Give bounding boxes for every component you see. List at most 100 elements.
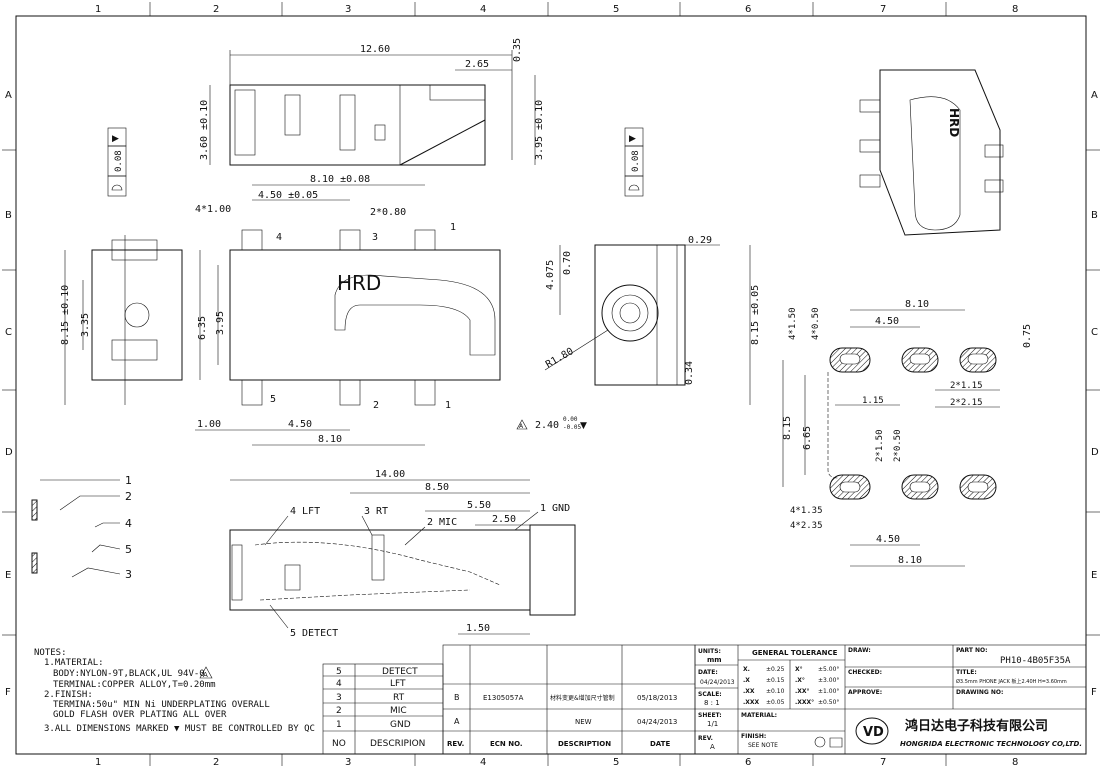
right-tol-arrow: ▶ [629,134,636,144]
bottom-label: 2 MIC [427,517,457,528]
tb-date-label: DATE: [698,669,718,676]
tb-tol: X. [743,666,750,673]
col-label: 2 [213,757,219,768]
pcb-dim: 2*1.15 [950,381,983,391]
pin-header-desc: DESCRIPION [370,739,425,749]
right-tol-minus: -0.05 [563,424,581,431]
pcb-dim: 2*1.50 [875,429,885,462]
outer-frame [15,15,1087,755]
notes-line: GOLD FLASH OVER PLATING ALL OVER [53,710,227,720]
tb-approve-label: APPROVE: [848,689,882,696]
front-dim: 4*1.00 [195,204,231,215]
col-label: 5 [613,4,619,15]
company-name-cn: 鸿日达电子科技有限公司 [905,718,1048,734]
bottom-view: 14.00 8.50 5.50 2.50 1.50 4 LFT 3 RT 2 M… [229,469,576,639]
notes-title: NOTES: [34,648,67,658]
notes-line: TERMINA:50u" MIN Ni UNDERPLATING OVERALL [53,700,270,710]
rev-code: B [454,693,460,702]
col-label: 6 [745,757,751,768]
top-dim: 12.60 [360,44,390,55]
right-dim: 0.08 [631,150,641,172]
bottom-dim: 2.50 [492,514,516,525]
right-dim: R1.80 [544,346,576,371]
notes-warn-mark: A [203,671,208,679]
pcb-dim: 4*1.50 [788,307,798,340]
row-label: C [1091,327,1098,338]
pcb-dim: 4*0.50 [811,307,821,340]
revision-table: B E1305057A 材料变更&增加尺寸管制 05/18/2013 A NEW… [442,644,696,755]
pin-no: 5 [336,667,342,677]
pin-desc: DETECT [382,667,418,677]
tb-tol: .XXX [743,699,760,706]
notes-line: BODY:NYLON-9T,BLACK,UL 94V-0 [53,669,205,679]
front-dim: 6.35 [197,316,208,340]
pcb-pads-bottom [829,474,997,500]
rev-header: DESCRIPTION [558,740,611,748]
right-tol-triangle: ▼ [580,421,587,431]
company-name-en: HONGRIDA ELECTRONIC TECHNOLOGY CO,LTD. [900,740,1082,748]
right-view: ▶ 0.08 4.075 0.70 0.29 8.15 ±0.05 R1.80 … [516,127,761,431]
bottom-dim: 1.50 [466,623,490,634]
pin-desc: MIC [390,706,407,716]
pin-no: 4 [336,679,342,689]
col-label: 7 [880,4,886,15]
bottom-dim: 14.00 [375,469,405,480]
col-label: 2 [213,4,219,15]
tb-tol: .XX [743,688,755,695]
tb-tol: .XX° [795,688,810,695]
right-dim: 0.29 [688,235,712,246]
top-view: 12.60 2.65 0.35 3.60 ±0.10 3.95 ±0.10 [199,38,545,166]
pcb-dim: 0.75 [1022,324,1033,348]
front-pin: 1 [450,222,456,233]
col-label: 1 [95,4,101,15]
right-note-mark: A [519,423,524,430]
right-dim: 2.40 [535,420,559,431]
bottom-label: 5 DETECT [290,628,338,639]
tb-tol: .X° [795,677,805,684]
tb-finish-label: FINISH: [741,733,766,740]
col-label: 3 [345,4,351,15]
pin-header-no: NO [332,739,346,749]
rev-header: ECN NO. [490,740,523,748]
rev-desc: NEW [575,718,592,726]
front-pin: 1 [445,400,451,411]
front-pin: 2 [373,400,379,411]
tb-tol: ±0.25 [766,666,785,673]
row-label: A [5,90,12,101]
pcb-dim: 6.65 [802,426,813,450]
front-logo: HRD [337,271,381,295]
pcb-dim: 4*2.35 [790,521,823,531]
notes-line: 2.FINISH: [44,690,93,700]
row-label: C [5,327,12,338]
tb-tol: ±5.00° [818,666,839,673]
tb-title: Ø3.5mm PHONE JACK 板上2.40H H=3.60mm [956,678,1067,685]
schematic-label: 2 [125,490,132,503]
col-label: 4 [480,757,486,768]
bottom-dim: 5.50 [467,500,491,511]
row-label: F [1091,687,1097,698]
schematic-label: 5 [125,543,132,556]
tb-draw-label: DRAW: [848,647,871,654]
front-pin: 4 [276,232,282,243]
tb-tol: ±0.05 [766,699,785,706]
pcb-dim: 1.15 [862,396,884,406]
pcb-dim: 8.10 [898,555,922,566]
row-label: E [1091,570,1097,581]
col-label: 1 [95,757,101,768]
front-dim: 2*0.80 [370,207,406,218]
pin-no: 3 [336,693,342,703]
pcb-dim: 4.50 [876,534,900,545]
col-label: 7 [880,757,886,768]
tb-tol: ±1.00° [818,688,839,695]
pcb-dim: 4*1.35 [790,506,823,516]
tb-sheet: 1/1 [707,720,718,728]
tb-drawingno-label: DRAWING NO: [956,689,1003,696]
column-labels-top: 1 2 3 4 5 6 7 8 [95,4,1018,15]
front-dim: 4.50 [288,419,312,430]
iso-logo: HRD [947,108,961,137]
right-dim: 8.15 ±0.05 [750,285,761,345]
schematic-label: 1 [125,474,132,487]
row-label: B [5,210,12,221]
front-dim: 8.10 ±0.08 [310,174,370,185]
